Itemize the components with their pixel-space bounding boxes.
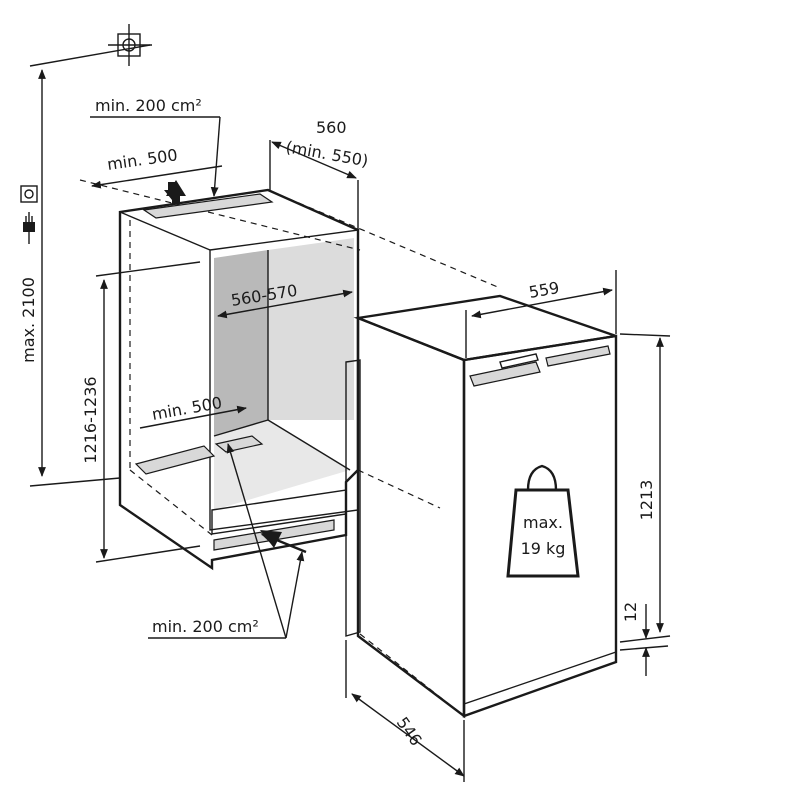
bottom-vent-area-label: min. 200 cm² bbox=[152, 617, 259, 636]
niche-height-dimension: 1216-1236 bbox=[81, 261, 201, 563]
plinth-height-label: 12 bbox=[621, 602, 640, 622]
top-vent bbox=[142, 180, 274, 219]
max-height-dimension: max. 2100 bbox=[19, 69, 121, 487]
power-socket-icon bbox=[20, 185, 38, 203]
max-height-label: max. 2100 bbox=[19, 277, 38, 363]
crosshair-level-icon bbox=[108, 24, 152, 66]
appliance-height-dimension: 1213 bbox=[619, 333, 671, 643]
bottom-vent bbox=[134, 435, 335, 554]
top-vent-depth-dimension: min. 500 bbox=[91, 145, 223, 189]
weight-icon: max. 19 kg bbox=[506, 464, 580, 578]
niche-width-label: 560 bbox=[316, 118, 347, 137]
appliance-width-label: 559 bbox=[527, 278, 560, 302]
niche-height-label: 1216-1236 bbox=[81, 376, 100, 463]
top-vent-area-label: min. 200 cm² bbox=[95, 96, 202, 115]
weight-value-label: 19 kg bbox=[521, 539, 566, 558]
weight-max-label: max. bbox=[523, 513, 563, 532]
appliance-depth-dimension: 546 bbox=[345, 640, 465, 782]
top-vent-depth-label: min. 500 bbox=[106, 145, 179, 174]
plinth-height-dimension: 12 bbox=[619, 602, 669, 676]
power-plug-icon bbox=[23, 212, 35, 244]
top-vent-area-dimension: min. 200 cm² bbox=[90, 96, 221, 197]
bottom-vent-area-dimension: min. 200 cm² bbox=[148, 443, 305, 639]
appliance-width-dimension: 559 bbox=[465, 270, 617, 358]
appliance bbox=[345, 294, 618, 719]
appliance-height-label: 1213 bbox=[637, 480, 656, 521]
ceiling-line bbox=[29, 44, 151, 67]
installation-niche bbox=[79, 179, 501, 571]
